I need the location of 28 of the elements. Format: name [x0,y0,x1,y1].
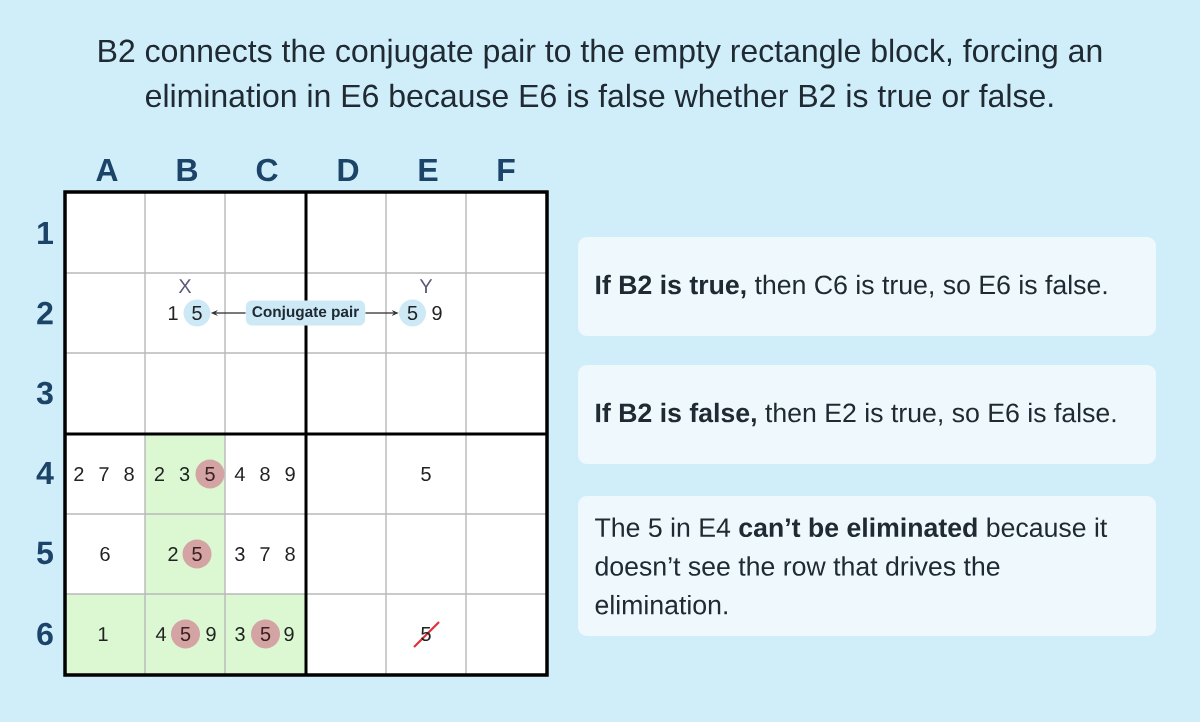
row-label: 2 [37,301,53,325]
cell-letter: X [178,279,192,293]
candidate-digits: 1 [98,627,108,641]
row-label: 1 [38,222,53,244]
candidate-digits: 5 [421,467,431,481]
candidate-digits: 3 7 8 [235,546,295,562]
note-card: If B2 is true, then C6 is true, so E6 is false. [578,237,1156,336]
note-card: The 5 in E4 can’t be eliminated because it doesn’t see the row that drives the elimination. [578,496,1156,636]
candidate-digits: 6 [100,546,110,562]
column-label: F [498,159,515,181]
column-label: D [338,159,359,181]
candidate-digits: 2 [168,547,178,561]
cell-letter: Y [419,279,433,293]
column-label: E [419,159,438,181]
note-card: If B2 is false, then E2 is true, so E6 is false. [578,365,1156,464]
candidate-digits: 2 3 [154,466,190,482]
candidate-digits: 2 7 8 [74,466,134,482]
column-label: A [96,159,118,181]
label-pill: Conjugate pair [245,300,366,326]
column-label: B [177,159,198,181]
candidate-digits: 9 [206,626,216,642]
row-label: 3 [36,381,53,405]
title: B2 connects the conjugate pair to the empty rectangle block, forcing an elimination in E6 because E6 is false whether B2 is true or false. [99,38,1102,108]
candidate-digits: 3 [235,626,245,642]
row-label: 6 [37,622,53,646]
row-label: 4 [36,462,54,484]
column-label: C [256,158,278,182]
row-label: 5 [37,541,53,565]
